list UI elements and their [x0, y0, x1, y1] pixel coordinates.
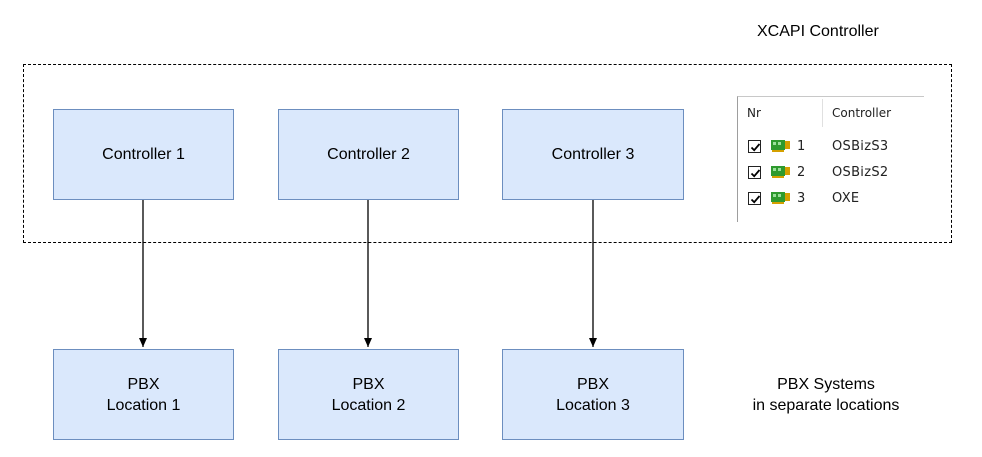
pbx-node-type: PBX	[576, 375, 609, 393]
checkmark-icon	[750, 195, 761, 204]
controller-name: OXE	[832, 191, 860, 206]
column-header-nr[interactable]: Nr	[747, 106, 761, 120]
enabled-checkbox[interactable]	[748, 192, 761, 205]
pbx-node-type: PBX	[127, 375, 160, 393]
pbx-node-location: Location 3	[556, 396, 630, 414]
pbx-systems-caption-line1: PBX Systems	[777, 376, 875, 393]
controller-list-table: Nr Controller 1 OSBizS3 2 OSBizS2	[737, 96, 924, 222]
column-divider[interactable]	[822, 99, 823, 127]
pbx-node-location: Location 1	[106, 396, 181, 414]
controller-number: 2	[797, 165, 806, 180]
controller-list-row[interactable]: 1 OSBizS3	[738, 133, 924, 159]
enabled-checkbox[interactable]	[748, 166, 761, 179]
enabled-checkbox[interactable]	[748, 140, 761, 153]
controller-name: OSBizS3	[832, 139, 889, 154]
controller-node-1[interactable]: Controller 1	[53, 109, 234, 200]
pbx-node-type: PBX	[352, 375, 385, 393]
xcapi-controller-group	[23, 64, 952, 243]
controller-list-row[interactable]: 2 OSBizS2	[738, 159, 924, 185]
pbx-systems-caption: PBX Systems in separate locations	[726, 374, 926, 416]
controller-number: 1	[797, 139, 806, 154]
controller-card-icon	[771, 140, 790, 152]
controller-card-icon	[771, 166, 790, 178]
pbx-node-location: Location 2	[331, 396, 406, 414]
controller-node-label: Controller 3	[551, 146, 635, 163]
controller-node-label: Controller 1	[102, 146, 185, 163]
checkmark-icon	[750, 169, 761, 178]
pbx-node-1[interactable]: PBX Location 1	[53, 349, 234, 440]
controller-node-3[interactable]: Controller 3	[502, 109, 684, 200]
controller-node-label: Controller 2	[327, 146, 410, 163]
controller-card-icon	[771, 192, 790, 204]
controller-list-row[interactable]: 3 OXE	[738, 185, 924, 211]
controller-name: OSBizS2	[832, 165, 889, 180]
pbx-systems-caption-line2: in separate locations	[752, 397, 900, 414]
column-header-controller[interactable]: Controller	[832, 106, 892, 120]
pbx-node-2[interactable]: PBX Location 2	[278, 349, 459, 440]
controller-list-header: Nr Controller	[738, 97, 924, 129]
checkmark-icon	[750, 143, 761, 152]
pbx-node-3[interactable]: PBX Location 3	[502, 349, 684, 440]
controller-number: 3	[797, 191, 806, 206]
xcapi-controller-title: XCAPI Controller	[757, 23, 879, 40]
controller-node-2[interactable]: Controller 2	[278, 109, 459, 200]
